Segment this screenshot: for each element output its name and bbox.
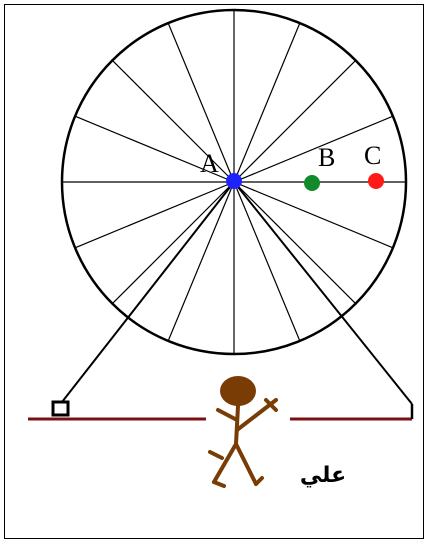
wheel-spokes bbox=[62, 10, 406, 354]
person-left-arm bbox=[216, 408, 239, 422]
wheel-spoke bbox=[233, 59, 357, 183]
wheel-spoke bbox=[111, 59, 235, 183]
wheel-spoke bbox=[167, 22, 235, 183]
point-c bbox=[368, 173, 384, 189]
wheel-spoke bbox=[233, 115, 394, 183]
left-support-leg bbox=[61, 181, 235, 403]
wheel-spoke bbox=[233, 181, 301, 342]
person-feet bbox=[208, 450, 264, 488]
stick-figure-person bbox=[208, 376, 278, 488]
label-b: B bbox=[318, 143, 335, 172]
wheel-spoke bbox=[167, 181, 235, 342]
person-right-leg bbox=[234, 442, 258, 486]
wheel-spoke bbox=[74, 181, 235, 249]
wheel-spoke bbox=[74, 115, 235, 183]
right-support-leg bbox=[233, 181, 413, 405]
person-head bbox=[220, 376, 256, 406]
person-right-arm bbox=[235, 398, 278, 432]
label-c: C bbox=[364, 141, 381, 170]
diagram-frame bbox=[4, 4, 424, 539]
label-a: A bbox=[200, 149, 219, 178]
left-base-block bbox=[51, 400, 70, 417]
wheel-spoke bbox=[233, 181, 357, 305]
wheel-spoke bbox=[233, 22, 301, 183]
wheel-spoke bbox=[233, 181, 394, 249]
person-name-label: علي bbox=[300, 463, 346, 488]
point-a bbox=[226, 173, 242, 189]
wheel-spoke bbox=[111, 181, 235, 305]
point-b bbox=[304, 175, 320, 191]
